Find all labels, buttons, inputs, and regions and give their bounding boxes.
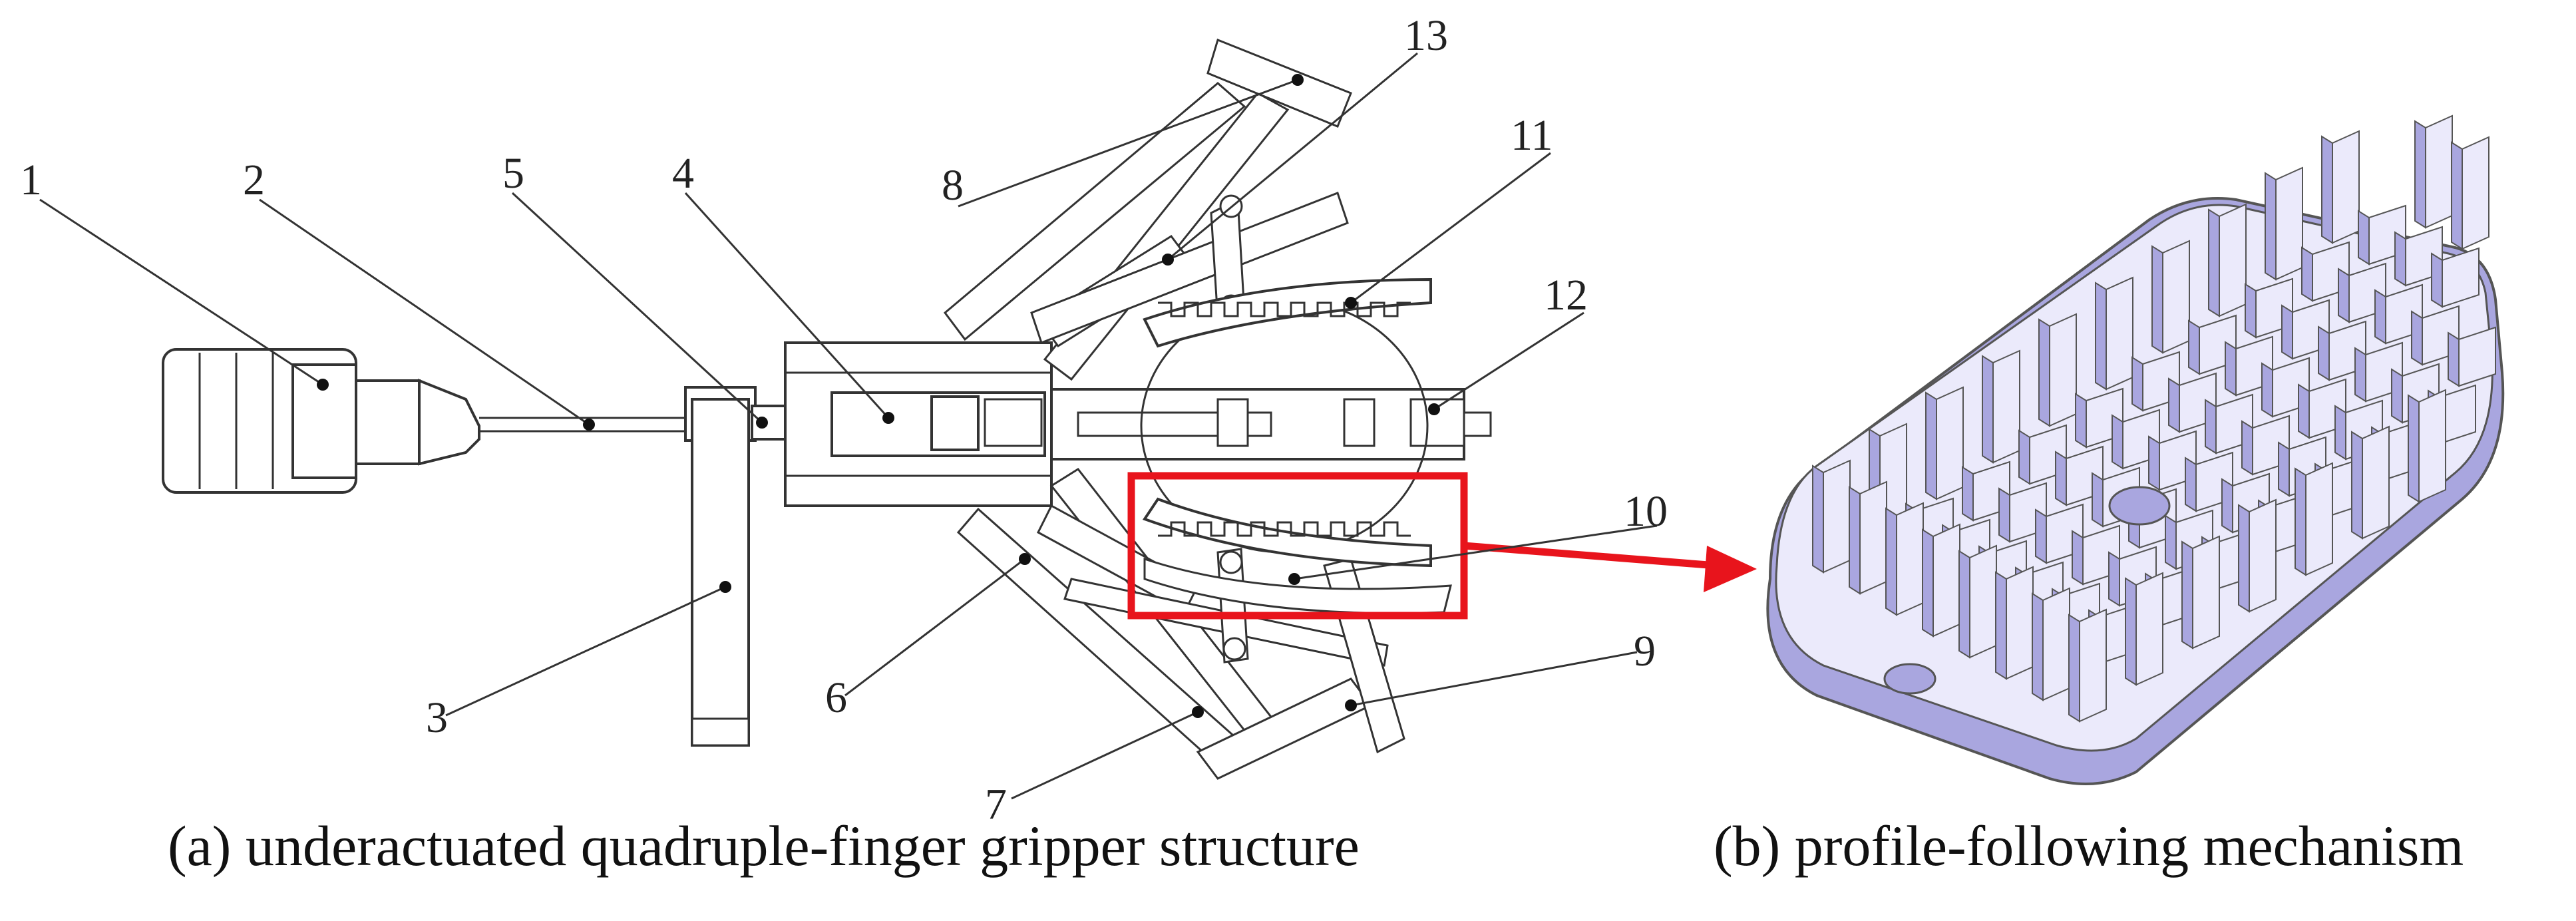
profile-following-mechanism bbox=[1766, 114, 2505, 785]
highlight-arrow bbox=[1463, 542, 1757, 592]
callout-8: 8 bbox=[942, 161, 964, 210]
comb-fin bbox=[2095, 276, 2133, 391]
comb-fin bbox=[2265, 166, 2303, 281]
comb-fin bbox=[2408, 389, 2446, 503]
comb-fin bbox=[2068, 608, 2107, 723]
callout-leaders bbox=[39, 52, 1658, 800]
lower-linkage bbox=[956, 468, 1405, 780]
caption-b: (b) profile-following mechanism bbox=[1714, 814, 2464, 878]
comb-fin bbox=[1812, 459, 1851, 574]
callout-12: 12 bbox=[1544, 271, 1588, 319]
caption-a: (a) underactuated quadruple-finger gripp… bbox=[168, 814, 1360, 878]
comb-fin bbox=[1982, 349, 2020, 464]
comb-fin bbox=[1958, 544, 1997, 659]
callout-13: 13 bbox=[1404, 11, 1448, 60]
comb-fin bbox=[2448, 326, 2496, 387]
callout-6: 6 bbox=[825, 673, 847, 722]
comb-fin bbox=[2181, 535, 2220, 649]
upper-finger bbox=[1143, 277, 1432, 348]
lower-finger bbox=[1142, 497, 1452, 614]
comb-fin bbox=[1922, 523, 1960, 638]
comb-fin bbox=[2168, 372, 2217, 433]
comb-fin bbox=[1925, 386, 1964, 500]
comb-fin bbox=[2431, 247, 2480, 308]
comb-fin bbox=[2035, 503, 2084, 564]
callout-10: 10 bbox=[1624, 487, 1668, 536]
comb-fin bbox=[2321, 130, 2360, 244]
comb-fin bbox=[2151, 240, 2190, 354]
comb-fin bbox=[2032, 587, 2070, 701]
callout-5: 5 bbox=[502, 149, 524, 198]
central-rod bbox=[1050, 388, 1492, 460]
comb-fin bbox=[2295, 462, 2333, 576]
callout-labels: 1 2 3 4 5 6 7 8 9 10 11 12 13 bbox=[20, 11, 1668, 829]
comb-fin bbox=[2208, 203, 2247, 317]
comb-fin bbox=[2414, 114, 2453, 229]
callout-2: 2 bbox=[243, 156, 265, 204]
gripper-drawing: 1 2 3 4 5 6 7 8 9 10 11 12 13 bbox=[20, 11, 1757, 829]
comb-fin bbox=[2038, 313, 2077, 427]
callout-3: 3 bbox=[426, 693, 448, 742]
callout-11: 11 bbox=[1511, 111, 1553, 160]
callout-4: 4 bbox=[672, 149, 694, 198]
comb-fin bbox=[2351, 425, 2390, 540]
comb-fin bbox=[2451, 136, 2489, 250]
body-housing bbox=[784, 341, 1053, 507]
lead-shaft bbox=[479, 417, 695, 433]
comb-fin bbox=[1995, 566, 2034, 680]
motor-knob bbox=[162, 348, 480, 494]
callout-1: 1 bbox=[20, 156, 42, 204]
comb-fin bbox=[2125, 572, 2163, 686]
comb-fin bbox=[1849, 480, 1887, 595]
callout-9: 9 bbox=[1634, 627, 1656, 675]
callout-7: 7 bbox=[985, 780, 1007, 829]
upper-linkage bbox=[943, 38, 1352, 381]
handle bbox=[684, 386, 757, 747]
comb-fins bbox=[1812, 114, 2496, 723]
comb-fin bbox=[2238, 498, 2277, 613]
comb-fin bbox=[1885, 502, 1924, 616]
